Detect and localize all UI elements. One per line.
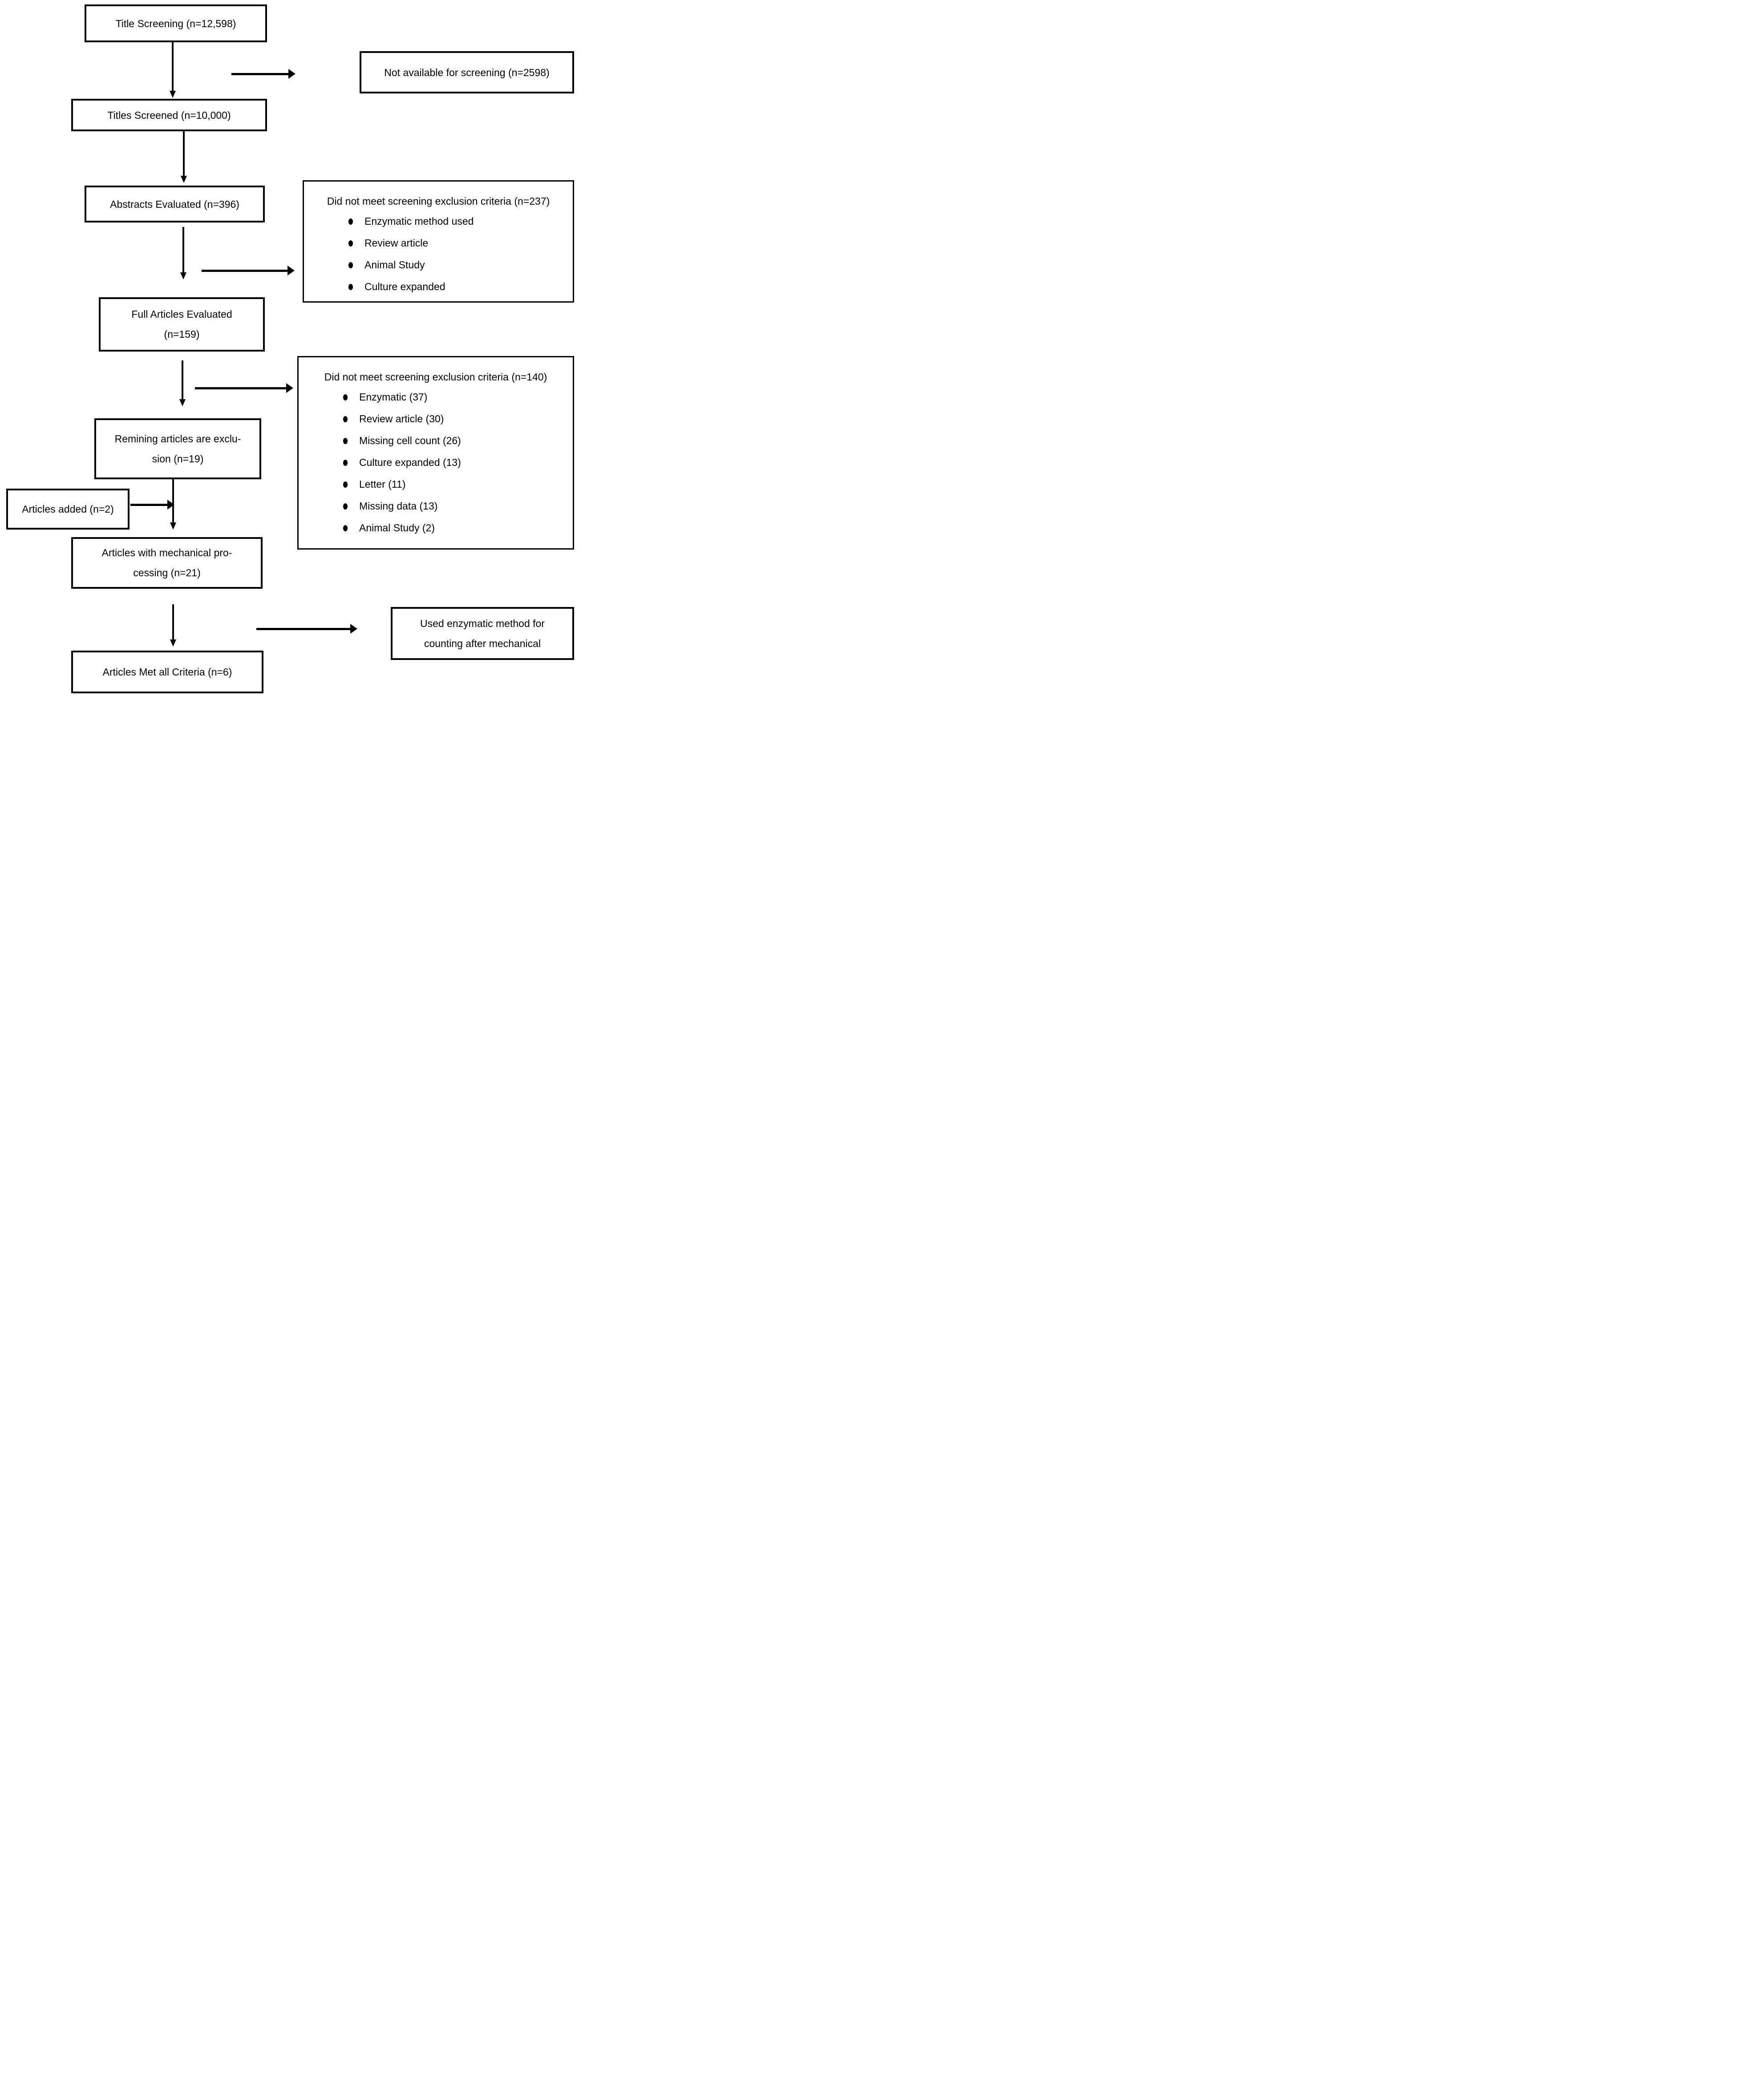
box-remaining-articles-excluded: Remining articles are exclu- sion (n=19) <box>94 418 261 479</box>
arrow-to-exclusion-140-line <box>195 387 286 389</box>
exclusion-237-title: Did not meet screening exclusion criteri… <box>327 195 550 207</box>
box-articles-added-label: Articles added (n=2) <box>22 503 114 515</box>
box-articles-added: Articles added (n=2) <box>6 489 130 530</box>
arrow-to-not-available-head <box>288 69 296 79</box>
arrow-to-exclusion-237-line <box>202 270 287 272</box>
box-mechanical-line2: cessing (n=21) <box>133 567 201 579</box>
box-title-screening-label: Title Screening (n=12,598) <box>115 17 236 29</box>
bullet-item: Animal Study (2) <box>340 517 567 539</box>
box-not-available-label: Not available for screening (n=2598) <box>384 66 550 78</box>
box-titles-screened: Titles Screened (n=10,000) <box>71 99 267 131</box>
box-mechanical-processing: Articles with mechanical pro- cessing (n… <box>71 537 263 589</box>
bullet-item: Missing cell count (26) <box>340 430 567 452</box>
box-abstracts-evaluated-label: Abstracts Evaluated (n=396) <box>110 198 239 210</box>
arrow-mechanical-to-met-criteria-line <box>172 604 174 639</box>
arrow-titles-to-abstracts-head <box>181 176 187 183</box>
arrow-full-articles-to-remaining-head <box>179 399 186 406</box>
arrow-full-articles-to-remaining-line <box>182 360 183 399</box>
box-used-enzymatic-line2: counting after mechanical <box>424 637 541 649</box>
bullet-item: Culture expanded (13) <box>340 452 567 473</box>
box-met-all-criteria: Articles Met all Criteria (n=6) <box>71 651 263 693</box>
exclusion-140-title: Did not meet screening exclusion criteri… <box>324 371 547 383</box>
bullet-item: Letter (11) <box>340 473 567 495</box>
arrow-to-exclusion-237-head <box>287 266 295 275</box>
arrow-articles-added-merge-line <box>130 504 167 506</box>
bullet-item: Review article <box>346 232 567 254</box>
arrow-articles-added-merge-head <box>167 500 174 510</box>
box-titles-screened-label: Titles Screened (n=10,000) <box>107 109 231 121</box>
bullet-item: Missing data (13) <box>340 495 567 517</box>
box-full-articles-evaluated: Full Articles Evaluated (n=159) <box>99 297 265 352</box>
box-full-articles-line2: (n=159) <box>164 328 200 340</box>
exclusion-140-bullet-list: Enzymatic (37)Review article (30)Missing… <box>340 386 567 539</box>
box-mechanical-line1: Articles with mechanical pro- <box>101 547 232 558</box>
arrow-titles-to-abstracts-line <box>183 131 185 176</box>
arrow-mechanical-to-met-criteria-head <box>170 639 176 647</box>
box-exclusion-criteria-237: Did not meet screening exclusion criteri… <box>303 180 574 303</box>
arrow-abstracts-to-full-articles-head <box>180 272 186 279</box>
bullet-item: Enzymatic (37) <box>340 386 567 408</box>
box-used-enzymatic-line1: Used enzymatic method for <box>420 617 545 629</box>
box-met-all-criteria-label: Articles Met all Criteria (n=6) <box>102 666 232 678</box>
bullet-item: Review article (30) <box>340 408 567 430</box>
arrow-to-used-enzymatic-line <box>256 628 350 630</box>
bullet-item: Animal Study <box>346 254 567 276</box>
box-not-available: Not available for screening (n=2598) <box>360 51 574 93</box>
arrow-to-exclusion-140-head <box>286 383 293 393</box>
box-remaining-line1: Remining articles are exclu- <box>114 433 241 445</box>
box-exclusion-criteria-140: Did not meet screening exclusion criteri… <box>297 356 574 550</box>
arrow-title-to-titles-screened-head <box>170 91 176 98</box>
bullet-item: Culture expanded <box>346 276 567 298</box>
box-abstracts-evaluated: Abstracts Evaluated (n=396) <box>85 186 265 223</box>
arrow-abstracts-to-full-articles-line <box>182 227 184 272</box>
arrow-title-to-titles-screened-line <box>172 42 174 91</box>
bullet-item: Enzymatic method used <box>346 210 567 232</box>
arrow-to-used-enzymatic-head <box>350 624 357 634</box>
arrow-to-not-available-line <box>231 73 288 75</box>
box-title-screening: Title Screening (n=12,598) <box>85 4 267 42</box>
box-remaining-line2: sion (n=19) <box>152 453 204 465</box>
prisma-flow-diagram: Title Screening (n=12,598) Not available… <box>0 0 586 700</box>
arrow-remaining-to-mechanical-head <box>170 522 176 530</box>
box-used-enzymatic-method: Used enzymatic method for counting after… <box>391 607 574 660</box>
box-full-articles-line1: Full Articles Evaluated <box>131 308 232 320</box>
